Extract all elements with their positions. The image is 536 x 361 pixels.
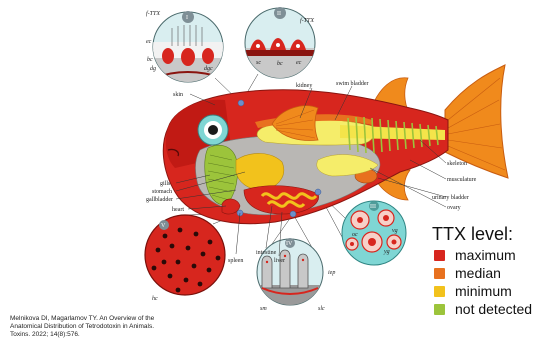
label-gallbladder: gallbladder: [146, 197, 173, 203]
label-spleen: spleen: [228, 258, 243, 264]
inset-skin-i: I f-TTX ec bc dg dgc: [146, 10, 230, 90]
inset-ii-label-bc: bc: [277, 61, 283, 67]
legend-swatch-minimum: [434, 286, 445, 297]
inset-iv-numeral: IV: [286, 241, 293, 247]
inset-iv-label-slc: slc: [318, 306, 325, 312]
label-kidney: kidney: [296, 83, 312, 89]
citation-line-1: Melnikova DI, Magarlamov TY. An Overview…: [10, 315, 250, 323]
legend-label-median: median: [455, 265, 501, 281]
inset-ii-label-sc: sc: [256, 60, 261, 66]
legend-label-not-detected: not detected: [455, 301, 532, 317]
inset-ovary-iii: III oc vg yg: [342, 201, 406, 265]
inset-v-label-hc: hc: [152, 296, 158, 302]
label-swim-bladder: swim bladder: [336, 81, 369, 87]
citation-line-3: Toxins. 2022; 14(8):576.: [10, 331, 250, 339]
inset-v-numeral: V: [161, 223, 166, 229]
legend-label-maximum: maximum: [455, 247, 516, 263]
legend-swatch-median: [434, 268, 445, 279]
label-gills: gills: [160, 181, 171, 187]
legend-item-median: median: [434, 264, 501, 282]
citation: Melnikova DI, Magarlamov TY. An Overview…: [10, 315, 250, 339]
eye: [198, 115, 228, 145]
inset-i-label-dgc: dgc: [204, 66, 213, 72]
inset-iii-label-oc: oc: [352, 232, 358, 238]
inset-i-tag: f-TTX: [146, 10, 160, 17]
inset-iii-label-vg: vg: [392, 228, 398, 234]
label-stomach: stomach: [152, 189, 172, 195]
legend-item-not-detected: not detected: [434, 300, 532, 318]
inset-i-label-dg: dg: [150, 66, 156, 72]
label-skin: skin: [173, 92, 183, 98]
inset-ii-numeral: II: [277, 11, 281, 17]
inset-iv-label-sm: sm: [260, 306, 267, 312]
legend-swatch-not-detected: [434, 304, 445, 315]
label-liver: liver: [274, 258, 285, 264]
legend-swatch-maximum: [434, 250, 445, 261]
label-intestine: intestine: [256, 250, 277, 256]
inset-i-label-ec: ec: [146, 39, 152, 45]
inset-iii-numeral: III: [370, 204, 376, 210]
inset-iii-label-yg: yg: [383, 249, 390, 255]
label-skeleton: skeleton: [447, 161, 467, 167]
label-musculature: musculature: [447, 177, 477, 183]
label-ovary: ovary: [447, 205, 461, 211]
label-heart: heart: [172, 207, 184, 213]
legend-label-minimum: minimum: [455, 283, 512, 299]
inset-skin-ii: II f-TTX sc bc ec: [240, 7, 320, 88]
legend-item-maximum: maximum: [434, 246, 516, 264]
inset-ii-tag: f-TTX: [300, 17, 314, 24]
inset-liver-v: V hc: [145, 215, 225, 302]
inset-i-label-bc: bc: [147, 57, 153, 63]
inset-ii-label-ec: ec: [296, 60, 302, 66]
citation-line-2: Anatomical Distribution of Tetrodotoxin …: [10, 323, 250, 331]
inset-i-numeral: I: [186, 15, 188, 21]
legend-title: TTX level:: [432, 224, 513, 245]
label-urinary-bladder: urinary bladder: [432, 195, 469, 201]
legend-item-minimum: minimum: [434, 282, 512, 300]
inset-iv-label-iep: iep: [328, 270, 335, 276]
